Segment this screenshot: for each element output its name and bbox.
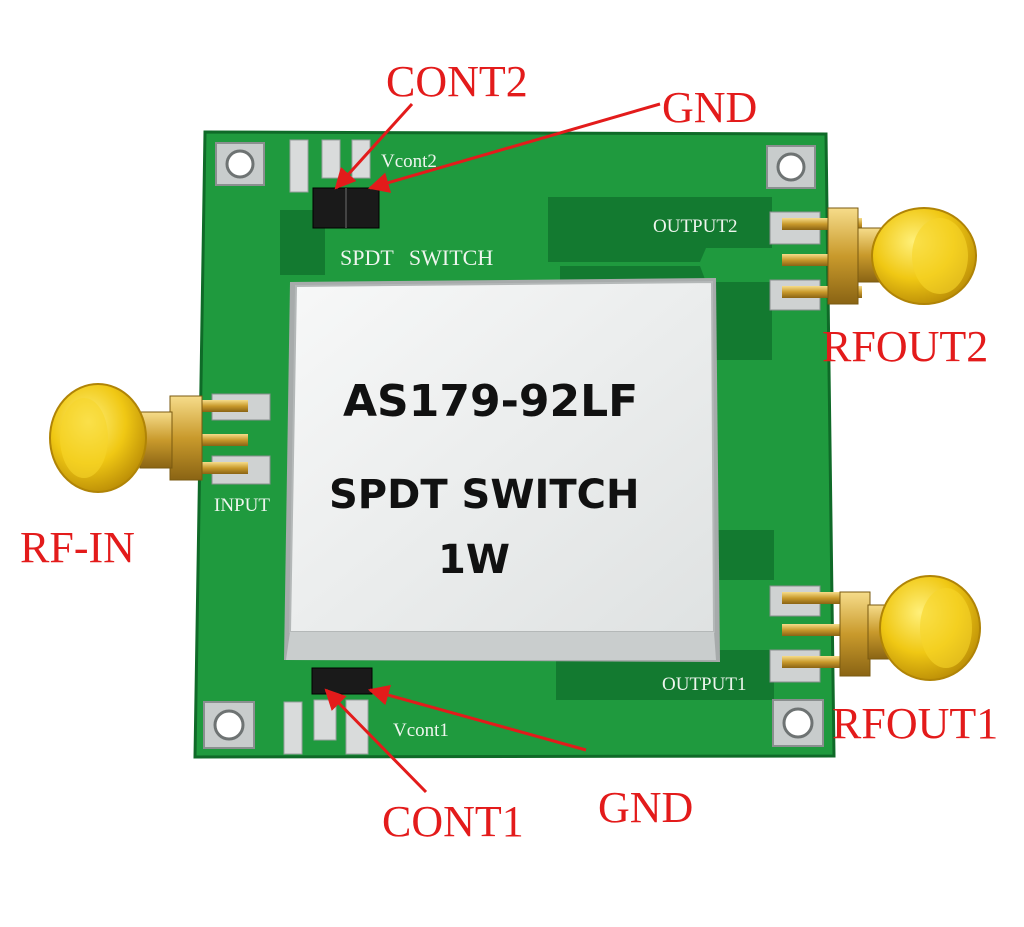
silkscreen-output2: OUTPUT2 [653,216,738,237]
callout-gnd-bottom: GND [598,783,694,832]
arrow-cont1 [324,688,428,794]
sma-connector-rf-in [49,383,248,493]
mounting-hole-bottom-left [203,701,255,749]
silkscreen-input: INPUT [214,495,270,516]
callout-gnd-top: GND [662,83,758,132]
silkscreen-board-title: SPDT SWITCH [340,245,494,270]
callout-rf-in: RF-IN [20,523,135,572]
mounting-hole-top-left [215,142,265,186]
mounting-hole-bottom-right [772,699,824,747]
sma-connector-rfout1 [782,575,981,681]
arrow-gnd-bottom [367,684,587,752]
shield-function: SPDT SWITCH [329,472,640,518]
silkscreen-vcont1: Vcont1 [393,720,449,741]
arrow-cont2 [334,102,414,190]
silkscreen-vcont2: Vcont2 [381,151,437,172]
header-pads-top [289,139,380,229]
mounting-hole-top-right [766,145,816,189]
callout-arrows [324,102,661,794]
callout-rfout1: RFOUT1 [832,699,999,748]
callout-cont1: CONT1 [382,797,524,846]
callout-rfout2: RFOUT2 [822,322,989,371]
arrow-gnd-top [367,102,661,193]
sma-connector-rfout2 [782,207,977,305]
shield-power: 1W [438,537,510,583]
silkscreen-output1: OUTPUT1 [662,674,747,695]
shield-part-number: AS179-92LF [343,376,639,427]
rf-shield-can [284,278,720,662]
callout-cont2: CONT2 [386,57,528,106]
